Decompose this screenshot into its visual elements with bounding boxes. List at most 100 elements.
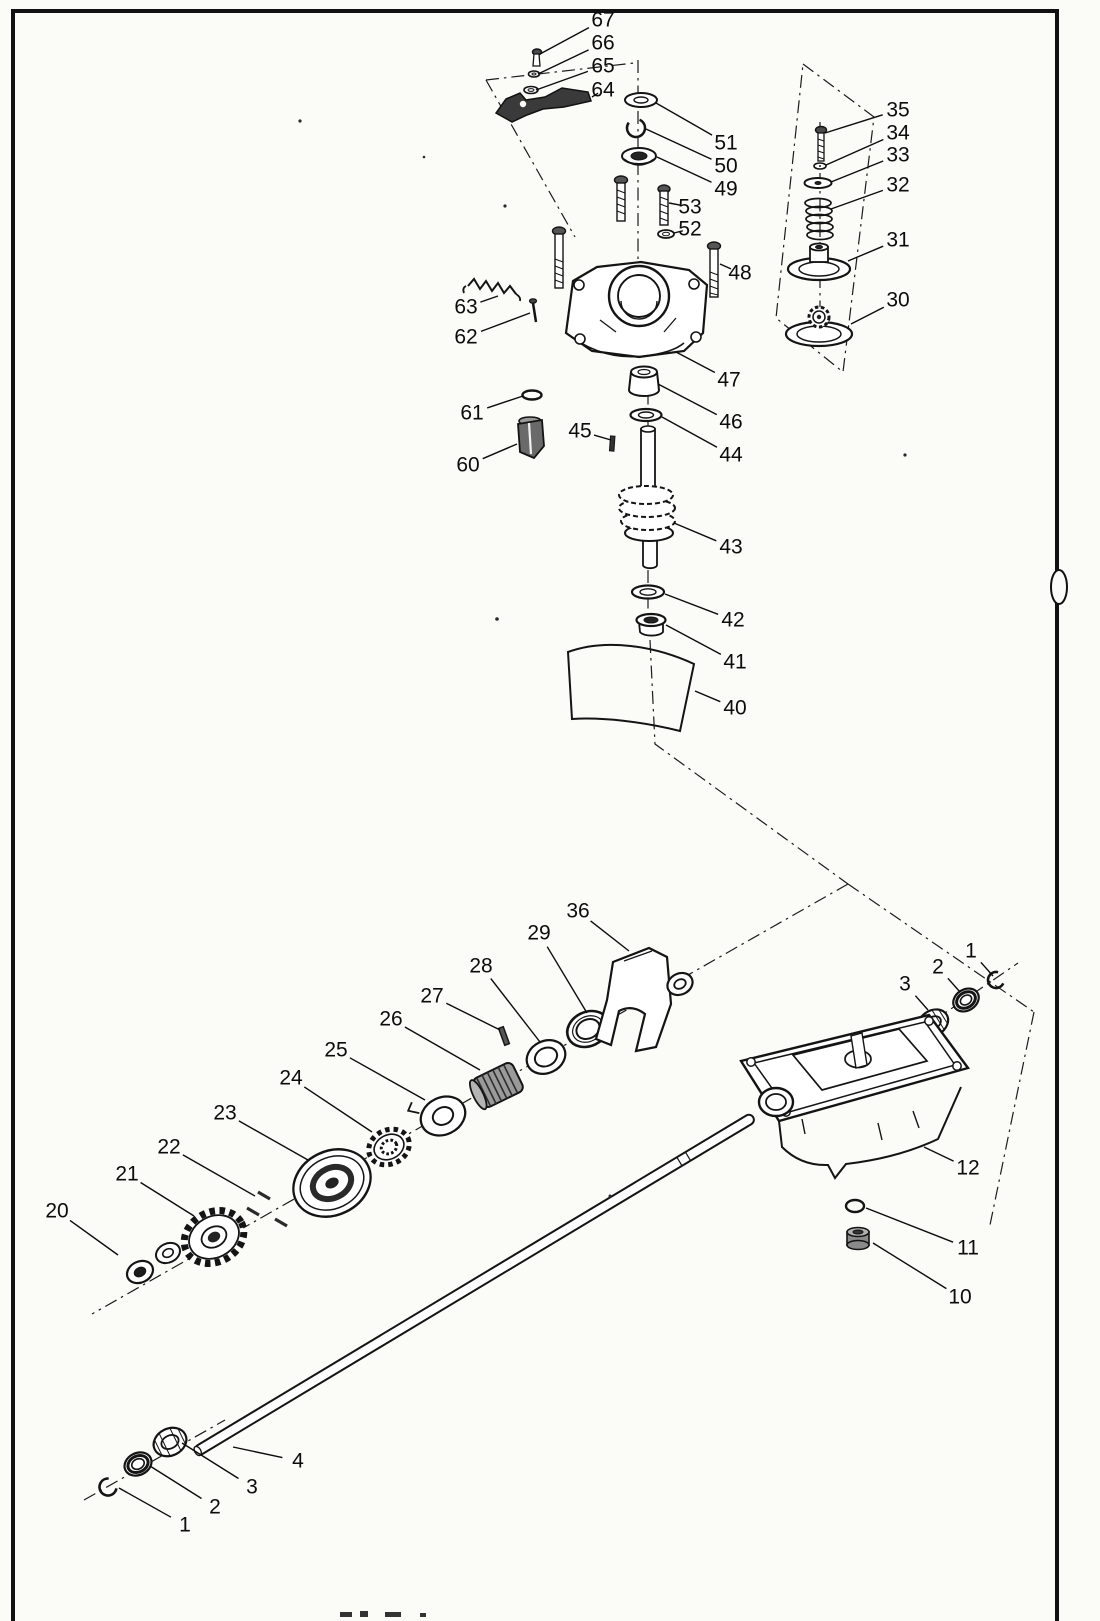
leader-line: [668, 202, 681, 206]
callout-22: 22: [157, 1136, 256, 1197]
frame-notch: [1050, 569, 1068, 605]
leader-line: [719, 263, 732, 270]
callout-33: 33: [830, 144, 910, 183]
part-2-race-right: [952, 987, 980, 1013]
part-number: 26: [379, 1008, 402, 1031]
leader-line: [232, 1446, 283, 1459]
part-47-housing-cover: [564, 260, 709, 359]
leader-line: [69, 1219, 119, 1256]
part-20-washer-a: [125, 1259, 155, 1285]
callout-30: 30: [850, 289, 910, 325]
callout-64: 64: [591, 79, 615, 102]
part-67-screw: [531, 48, 543, 67]
part-62-pin: [528, 298, 538, 323]
callout-26: 26: [379, 1008, 481, 1071]
part-34-lockwasher: [813, 162, 827, 170]
part-48-bolt: [706, 241, 722, 298]
leader-line: [480, 312, 531, 333]
part-number: 10: [948, 1286, 971, 1309]
part-51-washer: [624, 92, 658, 108]
leader-line: [482, 443, 518, 460]
leader-line: [825, 138, 884, 166]
callout-10: 10: [872, 1242, 972, 1309]
part-66-lockwasher: [527, 70, 541, 78]
leader-line: [238, 1120, 309, 1161]
callout-2: 2: [932, 956, 961, 993]
callout-65: 65: [535, 55, 615, 91]
callout-20: 20: [45, 1200, 119, 1256]
part-number: 24: [279, 1067, 303, 1090]
leader-line: [655, 102, 713, 136]
leader-line: [303, 1086, 373, 1133]
part-49-bearing-collar: [621, 147, 657, 166]
part-number: 30: [886, 289, 909, 312]
callout-4: 4: [232, 1446, 304, 1473]
part-21-pinion-gear: [180, 1207, 248, 1267]
part-number-callouts: 6766656451504953524835343332313063624761…: [45, 9, 994, 1537]
part-number: 65: [591, 55, 614, 78]
part-30-pulley: [784, 305, 854, 348]
leader-line: [480, 295, 499, 303]
leader-line: [661, 416, 718, 448]
part-32-spring: [804, 197, 834, 241]
part-28-washer: [525, 1039, 567, 1075]
part-number: 67: [591, 9, 614, 32]
part-24-star-washer: [366, 1126, 412, 1168]
part-number: 60: [456, 454, 479, 477]
part-number: 36: [566, 900, 589, 923]
part-number: 1: [179, 1514, 191, 1537]
callout-63: 63: [454, 295, 499, 319]
part-4-axle-shaft: [193, 1113, 755, 1457]
leader-line: [537, 49, 589, 75]
leader-line: [830, 160, 884, 183]
callout-28: 28: [469, 955, 541, 1043]
leader-line: [914, 995, 929, 1011]
leader-line: [590, 920, 630, 952]
page-frame: [11, 9, 1059, 1621]
part-number: 64: [591, 79, 615, 102]
part-number: 49: [714, 178, 737, 201]
callout-60: 60: [456, 443, 518, 477]
part-number: 21: [115, 1163, 138, 1186]
part-43-gear-shaft: [618, 425, 676, 570]
part-number: 50: [714, 155, 737, 178]
part-41-bushing: [635, 612, 667, 637]
part-52-washer: [657, 229, 675, 239]
part-number: 35: [886, 99, 909, 122]
callout-1: 1: [118, 1487, 191, 1537]
part-number: 53: [678, 196, 701, 219]
part-number: 51: [714, 132, 737, 155]
part-number: 1: [965, 940, 977, 963]
part-42-washer: [630, 584, 666, 600]
part-number: 66: [591, 32, 614, 55]
callout-49: 49: [656, 156, 738, 201]
leader-line: [593, 434, 612, 441]
cut-off-text-fragments: [340, 1611, 426, 1617]
leader-line: [181, 1442, 239, 1480]
callout-40: 40: [694, 690, 747, 720]
leader-line: [675, 351, 716, 374]
part-60-shift-key: [517, 416, 545, 460]
part-65-washer: [523, 85, 539, 95]
leader-line: [490, 978, 541, 1043]
leader-line: [656, 156, 712, 183]
part-number: 11: [957, 1237, 979, 1260]
callout-42: 42: [664, 593, 745, 632]
callout-48: 48: [719, 262, 752, 285]
callout-25: 25: [324, 1039, 426, 1101]
leader-line: [665, 624, 722, 656]
part-61-o-ring: [521, 389, 543, 401]
part-number: 34: [886, 122, 910, 145]
leader-line: [140, 1181, 195, 1217]
part-40-gasket: [566, 643, 696, 733]
part-number: 46: [719, 411, 742, 434]
part-20-washer-b: [155, 1241, 181, 1265]
part-31-pulley-hub: [786, 242, 852, 282]
part-number: 48: [728, 262, 751, 285]
leader-line: [149, 1465, 202, 1500]
part-64-shift-lever: [494, 87, 592, 123]
leader-line: [673, 522, 717, 542]
callout-47: 47: [675, 351, 741, 392]
leader-line: [591, 92, 599, 98]
leader-line: [546, 946, 588, 1014]
